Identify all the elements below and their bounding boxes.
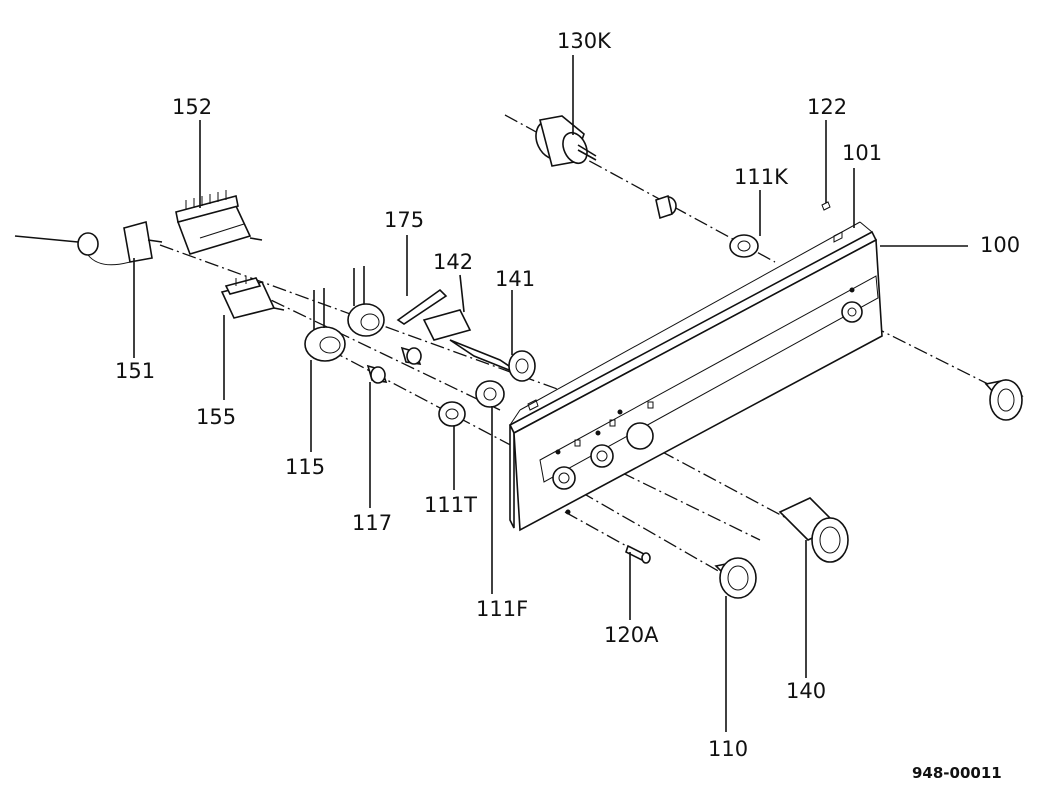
part-111K: [729, 201, 831, 258]
control-panel: [508, 221, 883, 532]
label-111K: 111K: [734, 165, 789, 189]
part-142: [422, 309, 472, 341]
part-152: [175, 190, 263, 255]
part-155: [220, 276, 285, 319]
label-101: 101: [842, 141, 882, 165]
part-117: [366, 346, 422, 384]
part-140: [778, 497, 849, 563]
assembly-axes: [159, 114, 991, 573]
part-130K: [535, 115, 677, 220]
label-141: 141: [495, 267, 535, 291]
label-151: 151: [115, 359, 155, 383]
part-115: [304, 266, 385, 362]
label-100: 100: [980, 233, 1020, 257]
part-141: [449, 339, 536, 382]
label-155: 155: [196, 405, 236, 429]
label-115: 115: [285, 455, 325, 479]
label-111T: 111T: [424, 493, 477, 517]
label-140: 140: [786, 679, 826, 703]
drawing-code: 948-00011: [912, 764, 1002, 782]
part-175: [396, 288, 448, 325]
label-130K: 130K: [557, 29, 612, 53]
label-111F: 111F: [476, 597, 528, 621]
label-122: 122: [807, 95, 847, 119]
label-120A: 120A: [604, 623, 659, 647]
part-120A: [625, 544, 651, 564]
label-110: 110: [708, 737, 748, 761]
part-knob-right: [984, 379, 1024, 421]
part-151: [14, 220, 163, 266]
part-111T: [438, 401, 466, 427]
part-110: [714, 557, 757, 599]
leader-lines: [133, 55, 968, 732]
label-142: 142: [433, 250, 473, 274]
label-152: 152: [172, 95, 212, 119]
label-175: 175: [384, 208, 424, 232]
part-labels: 130K 152 122 101 111K 100 175 142 141 15…: [115, 29, 1020, 782]
label-117: 117: [352, 511, 392, 535]
part-111F: [475, 380, 505, 408]
